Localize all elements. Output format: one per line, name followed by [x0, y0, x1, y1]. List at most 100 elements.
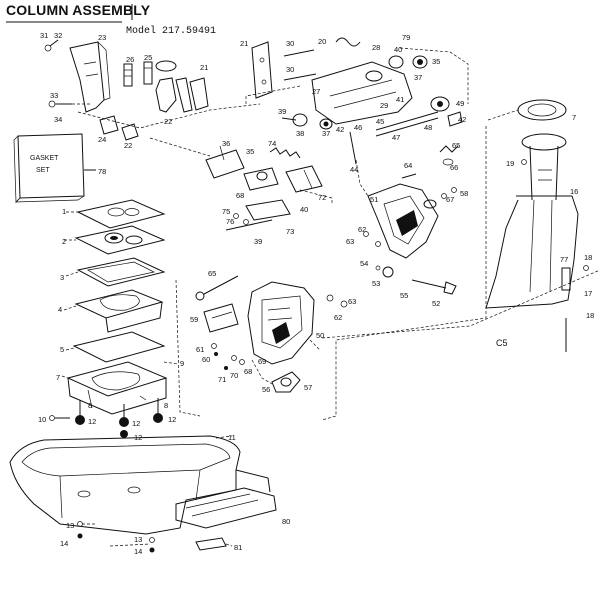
label-16: 16	[570, 187, 578, 196]
label-49: 49	[456, 99, 464, 108]
label-45: 45	[376, 117, 384, 126]
housing-boundary	[321, 126, 487, 421]
label-42: 42	[458, 115, 466, 124]
label-65: 65	[452, 141, 460, 150]
label-2: 2	[62, 237, 66, 246]
part-12-grommet-left	[75, 400, 85, 425]
part-72-lever	[285, 165, 323, 193]
label-73: 73	[286, 227, 294, 236]
part-66-washer	[442, 158, 454, 166]
label-38: 38	[296, 129, 304, 138]
label-1: 1	[62, 207, 66, 216]
label-32: 32	[54, 31, 62, 40]
part-39-rod	[225, 219, 273, 231]
leader-long	[175, 279, 201, 417]
part-13-14-screws-right	[109, 537, 155, 553]
label-56: 56	[262, 385, 270, 394]
label-11: 11	[228, 433, 236, 442]
gasket-set-text-1: GASKET	[30, 155, 59, 162]
label-77: 77	[560, 255, 568, 264]
label-46: 46	[354, 123, 362, 132]
part-number-labels: 31 32 23 33 34 26 25 24 22 22 21 21 30 3…	[38, 31, 594, 556]
part-80-bracket	[175, 469, 277, 529]
part-35-nut	[412, 55, 428, 69]
label-47: 47	[392, 133, 400, 142]
label-35: 35	[432, 57, 440, 66]
part-13-14-screws-left	[77, 521, 96, 539]
page-title: COLUMN ASSEMBLY	[6, 2, 151, 18]
label-5: 5	[60, 345, 64, 354]
part-75-76-screws	[233, 213, 249, 225]
label-52: 52	[432, 299, 440, 308]
gasket-set-package	[13, 133, 85, 203]
boundary-dash	[321, 269, 601, 339]
part-53-54-ring	[375, 265, 394, 278]
part-4-plate	[74, 289, 164, 333]
leader-50	[309, 339, 321, 351]
label-8b: 8	[164, 401, 168, 410]
label-21: 21	[200, 63, 208, 72]
label-81: 81	[234, 543, 242, 552]
part-73-plate	[245, 199, 291, 221]
label-13: 13	[66, 521, 74, 530]
label-10: 10	[38, 415, 46, 424]
label-17: 17	[584, 289, 592, 298]
label-54: 54	[360, 259, 368, 268]
label-26: 26	[126, 55, 134, 64]
label-8: 8	[88, 401, 92, 410]
part-52-cap	[447, 111, 463, 127]
leader-line-3	[399, 47, 469, 104]
label-39b: 39	[254, 237, 262, 246]
part-21-bracket	[251, 41, 273, 99]
part-77-clip	[561, 267, 571, 291]
leader-81	[225, 543, 233, 547]
part-27-swivel-housing	[311, 61, 413, 125]
part-23-column-bracket	[69, 41, 111, 113]
label-36: 36	[222, 139, 230, 148]
part-28-clip	[121, 123, 139, 141]
gasket-leaders	[61, 211, 179, 379]
label-57: 57	[304, 383, 312, 392]
label-40b: 40	[300, 205, 308, 214]
leader-7-right	[487, 109, 519, 121]
part-36-bracket	[205, 145, 245, 179]
label-19: 19	[506, 159, 514, 168]
part-31-32-screw	[44, 39, 59, 52]
label-7: 7	[572, 113, 576, 122]
label-18: 18	[584, 253, 592, 262]
part-24-plate	[99, 115, 119, 135]
label-40: 40	[394, 45, 402, 54]
label-63: 63	[346, 237, 354, 246]
part-81-plate	[195, 537, 227, 551]
label-67: 67	[446, 195, 454, 204]
label-76: 76	[226, 217, 234, 226]
label-12c: 12	[168, 415, 176, 424]
label-69: 69	[258, 357, 266, 366]
label-41: 41	[396, 95, 404, 104]
part-10-screw	[49, 415, 70, 421]
part-1-gasket	[76, 199, 166, 229]
figure-code: C5	[496, 338, 508, 348]
label-70: 70	[230, 371, 238, 380]
part-11-lower-pan	[9, 435, 241, 535]
label-25: 25	[144, 53, 152, 62]
label-6: 7	[56, 373, 60, 382]
label-3: 3	[60, 273, 64, 282]
part-39-bolt	[281, 117, 297, 121]
label-79: 79	[402, 33, 410, 42]
label-18b: 18	[586, 311, 594, 320]
part-21-clip	[189, 77, 209, 111]
part-74-spring	[269, 147, 301, 159]
label-78: 78	[98, 167, 106, 176]
part-62-63-screws-right	[363, 231, 381, 247]
label-72: 72	[318, 193, 326, 202]
model-number: Model 217.59491	[126, 26, 217, 37]
part-59-plate	[203, 303, 239, 333]
label-35b: 35	[246, 147, 254, 156]
label-14: 14	[60, 539, 68, 548]
leader-11	[215, 435, 233, 439]
part-12-grommet-mid	[119, 404, 129, 438]
part-5-gasket	[72, 331, 166, 363]
gasket-set-text-2: SET	[36, 167, 50, 174]
label-66: 66	[450, 163, 458, 172]
